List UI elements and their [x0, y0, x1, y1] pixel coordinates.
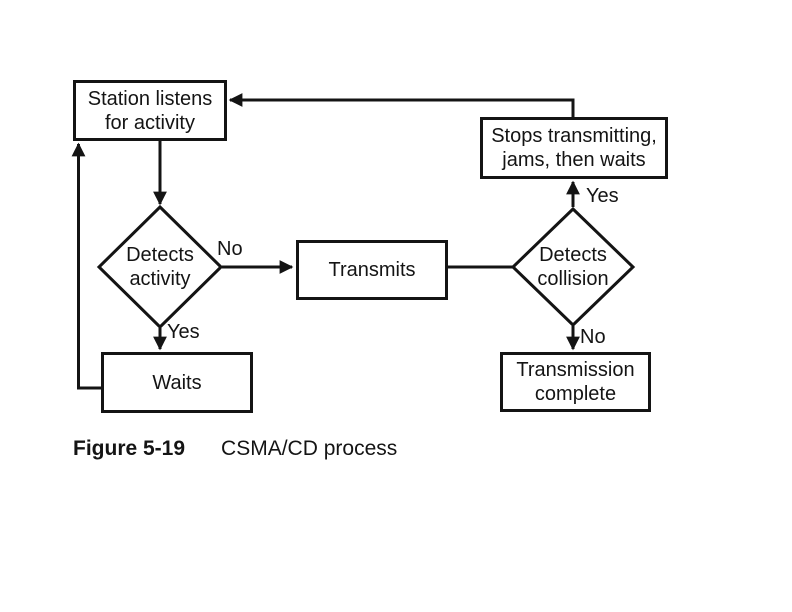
edge-label-no-activity: No [217, 238, 243, 260]
node-transmission-complete: Transmission complete [500, 352, 651, 412]
edge-label-yes-collision: Yes [586, 185, 619, 207]
figure-caption-title: CSMA/CD process [221, 437, 398, 460]
edge-label-no-collision: No [580, 326, 606, 348]
detects-collision-diamond [510, 206, 636, 328]
edge-label-yes-activity: Yes [167, 321, 200, 343]
detects-activity-diamond [96, 204, 224, 330]
node-transmits: Transmits [296, 240, 448, 300]
figure-caption: Figure 5-19 CSMA/CD process [73, 437, 397, 461]
arrow-stops-to-station-loop [228, 93, 575, 118]
node-station-listens: Station listens for activity [73, 80, 227, 141]
node-waits: Waits [101, 352, 253, 413]
figure-caption-label: Figure 5-19 [73, 437, 186, 460]
arrow-waits-to-station-loop [71, 142, 101, 390]
node-stops-transmitting: Stops transmitting, jams, then waits [480, 117, 668, 179]
